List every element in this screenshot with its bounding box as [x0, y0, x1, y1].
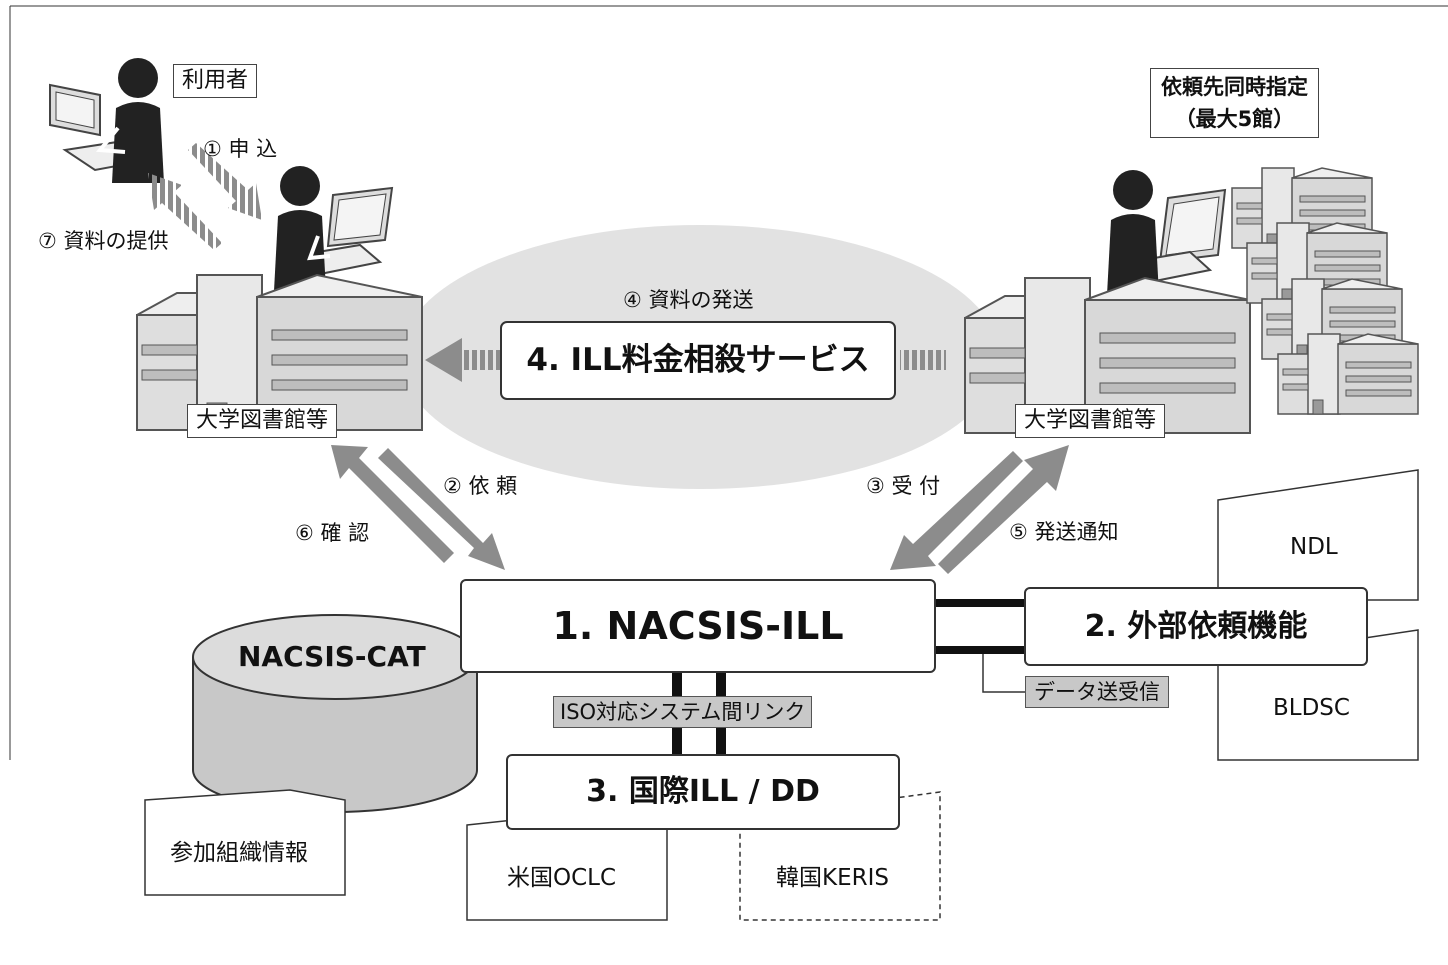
simultaneous-line1: 依頼先同時指定 — [1161, 75, 1308, 99]
iso-link-tag: ISO対応システム間リンク — [553, 696, 813, 728]
bldsc-label: BLDSC — [1273, 695, 1350, 721]
simultaneous-note: 依頼先同時指定 （最大5館） — [1150, 68, 1319, 138]
international-ill-box — [506, 754, 900, 830]
provide-arrow — [148, 173, 222, 250]
library-left-label: 大学図書館等 — [187, 404, 338, 438]
step-confirm: ⑥ 確 認 — [295, 521, 370, 545]
step-notify: ⑤ 発送通知 — [1009, 520, 1119, 544]
step-provide: ⑦ 資料の提供 — [38, 229, 169, 253]
simultaneous-line2: （最大5館） — [1174, 107, 1295, 131]
notify-arrow — [938, 445, 1069, 574]
confirm-arrow — [331, 445, 454, 563]
fee-service-label: 4. ILL料金相殺サービス — [526, 342, 870, 378]
step-accept: ③ 受 付 — [866, 474, 941, 498]
librarian-left-icon — [274, 166, 394, 291]
oclc-label: 米国OCLC — [507, 865, 617, 891]
accept-arrow — [890, 451, 1023, 570]
ask-arrow — [378, 448, 505, 570]
keris-label: 韓国KERIS — [776, 865, 889, 891]
nacsis-ill-label: 1. NACSIS-ILL — [552, 604, 844, 648]
user-computer-icon — [49, 58, 164, 183]
fee-service-box — [500, 321, 896, 400]
user-label: 利用者 — [173, 64, 258, 98]
lender-libraries-icon — [1231, 167, 1419, 415]
nacsis-cat-label: NACSIS-CAT — [238, 640, 426, 673]
librarian-right-icon — [1107, 170, 1227, 295]
step-ask: ② 依 頼 — [443, 474, 518, 498]
participant-info-box — [144, 789, 346, 896]
ndl-box — [1217, 469, 1419, 601]
external-request-label: 2. 外部依頼機能 — [1084, 609, 1308, 644]
step-ship: ④ 資料の発送 — [623, 288, 754, 312]
step-apply: ① 申 込 — [203, 137, 278, 161]
ndl-label: NDL — [1290, 534, 1338, 560]
participant-info-label: 参加組織情報 — [170, 840, 308, 866]
library-right-label: 大学図書館等 — [1015, 404, 1166, 438]
international-ill-label: 3. 国際ILL / DD — [586, 774, 820, 809]
request-arrow — [188, 143, 262, 220]
data-transfer-tag: データ送受信 — [1025, 676, 1169, 708]
external-request-box — [1024, 587, 1368, 666]
shipment-arrow — [425, 338, 462, 382]
nacsis-ill-box — [460, 579, 936, 673]
